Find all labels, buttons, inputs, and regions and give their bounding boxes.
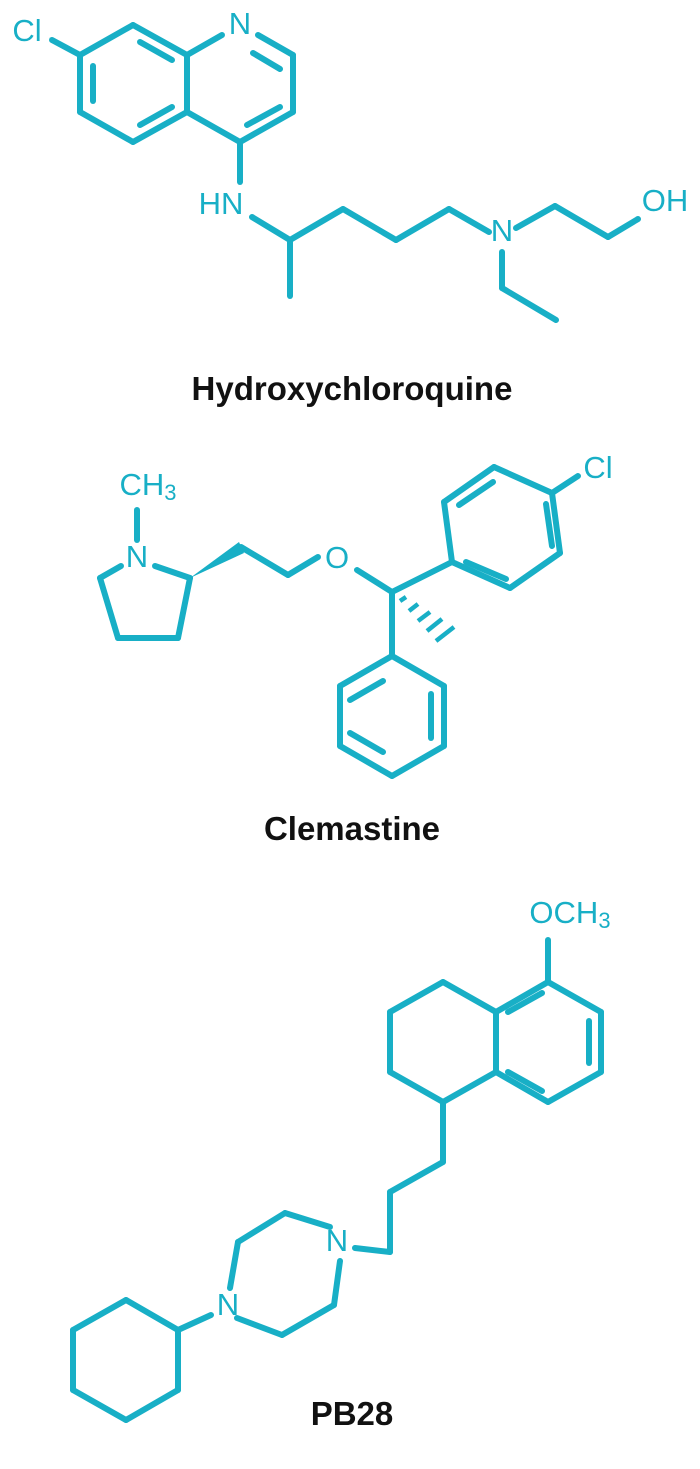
atom-label-amine-n: N — [491, 213, 513, 248]
hcq-atom-labels: Cl N HN N OH — [12, 6, 688, 248]
bond-benzene-1 — [77, 22, 136, 58]
bond-pyridine-double-b — [244, 104, 283, 128]
bond-arylcl-3 — [491, 464, 555, 496]
atom-label-piperazine-n4: N — [217, 1287, 239, 1322]
structure-hydroxychloroquine — [49, 22, 641, 323]
bond-ch2-oh — [605, 216, 641, 240]
bond-propyl-4 — [352, 1245, 393, 1255]
bond-pyridine-5 — [184, 109, 243, 145]
structure-name-hydroxychloroquine: Hydroxychloroquine — [192, 370, 513, 407]
bond-arylcl-5 — [507, 550, 563, 591]
bond-benzene-5 — [77, 109, 136, 145]
bond-cyclohexyl-5 — [70, 1297, 129, 1333]
bond-phenyl-3 — [337, 743, 395, 779]
atom-label-pyrrolidine-n: N — [126, 539, 148, 574]
bond-phenyl-6 — [389, 653, 447, 689]
bond-tetralin-ar-6 — [493, 979, 551, 1015]
bond-benzene-4 — [130, 109, 190, 145]
bond-hn-ch — [249, 214, 293, 243]
bond-n-ethyl-2 — [499, 285, 559, 323]
bond-tetralin-sat-5 — [440, 1069, 499, 1105]
bond-cq-arylcl — [389, 559, 455, 595]
bond-tetralin-ar-double-b — [505, 1069, 545, 1094]
bond-piperazine-4 — [234, 1315, 285, 1338]
bond-pyridine-1 — [184, 32, 225, 58]
bond-arylcl-2 — [441, 464, 497, 505]
bond-arylcl-6 — [449, 559, 513, 591]
bond-cl-c7 — [49, 37, 83, 58]
bond-benzene-2 — [130, 22, 190, 58]
bond-phenyl-1 — [337, 653, 395, 689]
bond-pyrrolidine-1 — [152, 563, 193, 581]
bond-hash-wedge-methyl — [398, 595, 456, 643]
bond-piperazine-5 — [279, 1302, 337, 1338]
atom-label-hn: HN — [199, 186, 244, 221]
bond-arylcl-1 — [441, 499, 455, 565]
bond-chain-2 — [340, 206, 399, 243]
bond-piperazine-6 — [331, 1258, 343, 1308]
structure-name-clemastine: Clemastine — [264, 810, 440, 847]
structure-pb28 — [70, 937, 604, 1423]
atom-label-methoxy-main: OCH — [529, 895, 598, 930]
bond-arylcl-4 — [549, 490, 563, 556]
pb28-atom-labels: OCH3 N N — [217, 895, 611, 1322]
bond-arylcl-cl — [549, 473, 581, 496]
bond-tetralin-ar-4 — [493, 1069, 551, 1105]
bond-cyclohexyl-2 — [123, 1387, 181, 1423]
bond-phenyl-double-a — [347, 678, 386, 703]
bond-cyclohexyl-3 — [70, 1387, 129, 1423]
bond-ethyl-1 — [238, 544, 291, 578]
bond-tetralin-ar-double-a — [505, 990, 545, 1015]
bond-chain-3 — [393, 206, 452, 243]
atom-label-quinoline-n: N — [229, 6, 251, 41]
atom-label-cl: Cl — [12, 13, 41, 48]
bond-pyrrolidine-2 — [175, 575, 193, 641]
bond-pyrrolidine-5 — [97, 563, 124, 581]
atom-label-methoxy-sub: 3 — [598, 908, 610, 933]
structure-clemastine — [97, 464, 581, 779]
bond-chain-4 — [446, 206, 492, 235]
bond-phenyl-4 — [389, 743, 447, 779]
bond-pyrrolidine-4 — [97, 575, 121, 641]
atom-label-ether-o: O — [325, 540, 349, 575]
structure-name-pb28: PB28 — [311, 1395, 394, 1432]
bond-benzene-double-c — [137, 104, 175, 128]
bond-arylcl-double-b — [543, 501, 555, 549]
bond-piperazine-2 — [235, 1210, 288, 1245]
bond-pyridine-double-a — [250, 50, 283, 72]
atom-label-methoxy: OCH3 — [529, 895, 610, 933]
bond-phenyl-double-b — [347, 730, 386, 755]
atom-label-piperazine-n1: N — [326, 1223, 348, 1258]
bond-arylcl-double-c — [463, 559, 509, 582]
bond-tetralin-sat-4 — [387, 1069, 446, 1105]
clemastine-atom-labels: CH3 N O Cl — [119, 450, 612, 575]
atom-label-methyl-ch3-sub: 3 — [164, 480, 176, 505]
bond-tetralin-ar-3 — [545, 1069, 604, 1105]
bond-ethyl-2 — [285, 554, 321, 578]
bond-arylcl-double-a — [456, 479, 496, 508]
bond-piperazine-1 — [282, 1210, 333, 1230]
bond-n-ch2 — [513, 203, 558, 231]
atom-label-aryl-cl: Cl — [583, 450, 612, 485]
atom-label-oh: OH — [642, 183, 689, 218]
bond-wedge-c2-ch2 — [190, 542, 244, 578]
bond-o-cq — [354, 567, 395, 595]
bond-chain-1 — [287, 206, 346, 243]
bond-tetralin-sat-1 — [440, 979, 499, 1015]
bond-tetralin-ar-1 — [545, 979, 604, 1015]
bond-tetralin-sat-2 — [387, 979, 446, 1015]
bond-propyl-2 — [387, 1159, 446, 1195]
bond-ch2-ch2 — [552, 203, 611, 240]
bond-benzene-double-b — [137, 39, 175, 63]
bond-cyclohexyl-6 — [123, 1297, 181, 1333]
bond-pyridine-2 — [255, 32, 296, 58]
atom-label-methyl-ch3: CH3 — [119, 467, 176, 505]
bond-n4-cyclohexyl — [175, 1312, 214, 1333]
atom-label-methyl-ch3-main: CH — [119, 467, 164, 502]
bond-piperazine-3 — [227, 1239, 241, 1291]
bond-pyridine-4 — [237, 109, 296, 145]
